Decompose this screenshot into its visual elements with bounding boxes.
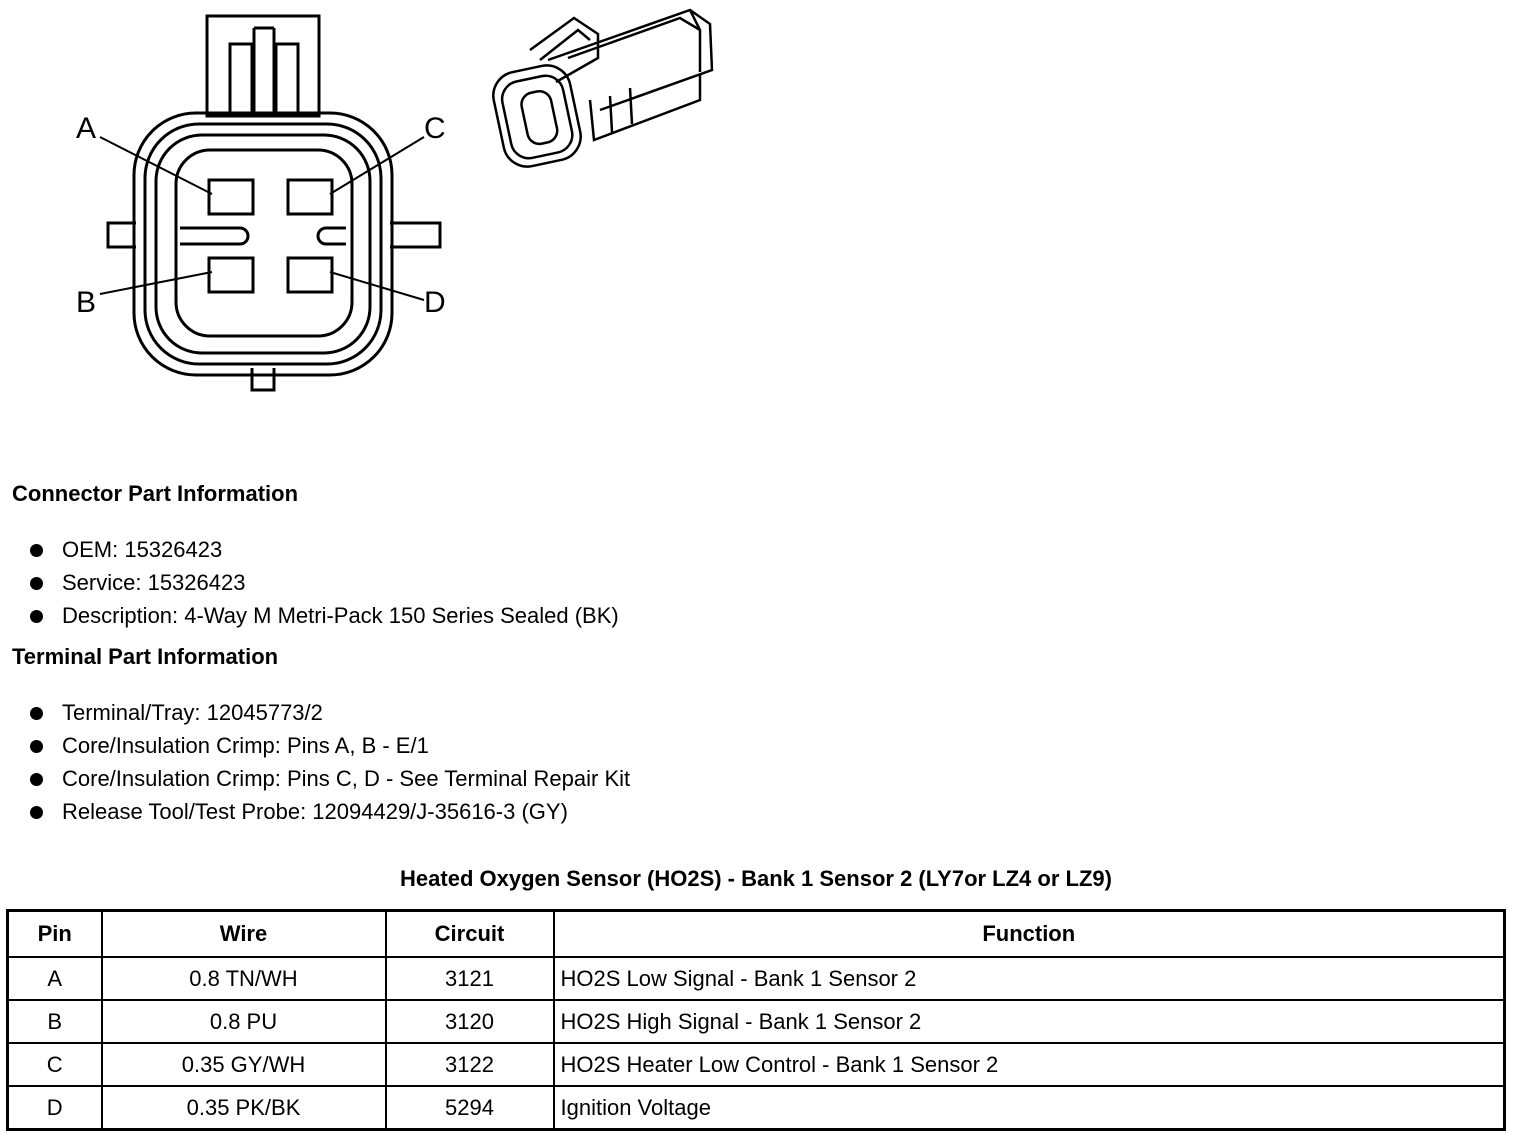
table-row: D 0.35 PK/BK 5294 Ignition Voltage [6,1085,1506,1131]
connector-part-info-list: OEM: 15326423 Service: 15326423 Descript… [28,533,619,632]
list-item: OEM: 15326423 [28,533,619,566]
connector-part-info-heading: Connector Part Information [12,481,299,506]
list-item-text: Release Tool/Test Probe: 12094429/J-3561… [62,799,568,824]
cell-pin: C [6,1042,103,1087]
cell-circuit: 3120 [384,999,555,1044]
list-item-text: OEM: 15326423 [62,537,223,562]
cell-function: HO2S Low Signal - Bank 1 Sensor 2 [552,956,1506,1001]
pin-cavity-d [286,256,334,294]
list-item: Core/Insulation Crimp: Pins A, B - E/1 [28,729,630,762]
key-slot-left [180,226,250,246]
leader-a [99,136,213,195]
table-row: A 0.8 TN/WH 3121 HO2S Low Signal - Bank … [6,956,1506,1001]
bullet-icon [30,610,43,623]
bullet-icon [30,577,43,590]
bottom-tab [250,368,276,392]
bullet-icon [30,806,43,819]
cell-function: HO2S High Signal - Bank 1 Sensor 2 [552,999,1506,1044]
terminal-part-info-heading: Terminal Part Information [12,644,279,669]
column-header-circuit: Circuit [384,909,555,958]
list-item: Core/Insulation Crimp: Pins C, D - See T… [28,762,630,795]
list-item: Service: 15326423 [28,566,619,599]
cell-circuit: 5294 [384,1085,555,1131]
list-item-text: Core/Insulation Crimp: Pins A, B - E/1 [62,733,429,758]
list-item-text: Description: 4-Way M Metri-Pack 150 Seri… [62,603,619,628]
leader-c [329,136,425,195]
pin-label-c: C [424,112,446,145]
pin-cavity-b [207,256,255,294]
terminal-part-info-list: Terminal/Tray: 12045773/2 Core/Insulatio… [28,696,630,828]
right-tab [390,221,442,249]
connector-isometric-view [492,8,714,168]
cell-circuit: 3122 [384,1042,555,1087]
cell-function: HO2S Heater Low Control - Bank 1 Sensor … [552,1042,1506,1087]
pin-label-b: B [76,286,96,319]
cell-pin: D [6,1085,103,1131]
bullet-icon [30,544,43,557]
list-item: Terminal/Tray: 12045773/2 [28,696,630,729]
leader-b [99,271,213,295]
left-tab [106,221,136,249]
leader-d [329,271,425,301]
cell-wire: 0.8 PU [100,999,387,1044]
cell-wire: 0.8 TN/WH [100,956,387,1001]
pin-cavity-c [286,178,334,216]
column-header-function: Function [552,909,1506,958]
cell-circuit: 3121 [384,956,555,1001]
cell-wire: 0.35 PK/BK [100,1085,387,1131]
table-row: B 0.8 PU 3120 HO2S High Signal - Bank 1 … [6,999,1506,1044]
column-header-pin: Pin [6,909,103,958]
column-header-wire: Wire [100,909,387,958]
pin-cavity-a [207,178,255,216]
list-item-text: Core/Insulation Crimp: Pins C, D - See T… [62,766,631,791]
cell-pin: A [6,956,103,1001]
connector-diagram: A B C D [76,8,714,392]
pinout-table: Pin Wire Circuit Function A 0.8 TN/WH 31… [6,909,1506,1131]
list-item-text: Terminal/Tray: 12045773/2 [62,700,323,725]
cell-wire: 0.35 GY/WH [100,1042,387,1087]
key-slot-right [316,226,346,246]
cell-pin: B [6,999,103,1044]
cell-function: Ignition Voltage [552,1085,1506,1131]
table-header-row: Pin Wire Circuit Function [6,909,1506,958]
bullet-icon [30,740,43,753]
pin-label-d: D [424,286,446,319]
table-row: C 0.35 GY/WH 3122 HO2S Heater Low Contro… [6,1042,1506,1087]
table-title: Heated Oxygen Sensor (HO2S) - Bank 1 Sen… [400,866,1112,891]
connector-body [132,111,394,377]
list-item-text: Service: 15326423 [62,570,246,595]
latch-tower [205,14,321,118]
list-item: Description: 4-Way M Metri-Pack 150 Seri… [28,599,619,632]
list-item: Release Tool/Test Probe: 12094429/J-3561… [28,795,630,828]
pin-label-a: A [76,112,96,145]
bullet-icon [30,773,43,786]
bullet-icon [30,707,43,720]
